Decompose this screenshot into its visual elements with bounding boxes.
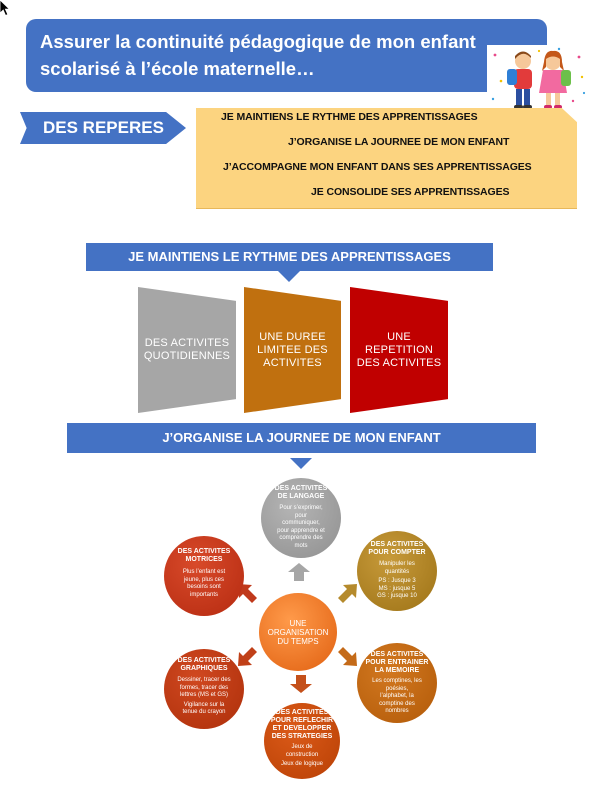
circle-desc: Les comptines, les bbox=[372, 678, 422, 684]
arrow-up-left-icon bbox=[238, 584, 257, 603]
center-line: UNE bbox=[289, 618, 307, 628]
section-rythme-title: JE MAINTIENS LE RYTHME DES APPRENTISSAGE… bbox=[86, 243, 493, 271]
circle-title: POUR COMPTER bbox=[368, 549, 426, 556]
circle-activites-compter: DES ACTIVITES POUR COMPTER Manipuler les… bbox=[357, 531, 437, 611]
circle-desc: besoins sont bbox=[187, 584, 221, 590]
circle-activites-reflechir: DES ACTIVITES POUR REFLECHIR ET DEVELOPP… bbox=[264, 703, 340, 779]
repere-item-4: JE CONSOLIDE SES APPRENTISSAGES bbox=[311, 186, 510, 198]
circle-title: MOTRICES bbox=[185, 556, 223, 563]
circle-desc: comprendre des bbox=[279, 535, 323, 541]
block-duree-limitee: UNE DUREE LIMITEE DES ACTIVITES bbox=[244, 287, 341, 413]
block-line: REPETITION bbox=[364, 343, 433, 356]
center-line: DU TEMPS bbox=[277, 636, 319, 646]
circle-desc: Pour s’exprimer, bbox=[279, 505, 323, 511]
circle-desc: pour bbox=[294, 512, 307, 519]
circle-title: POUR REFLECHIR bbox=[270, 717, 334, 724]
circle-activites-memoire: DES ACTIVITES POUR ENTRAINER LA MEMOIRE … bbox=[357, 643, 437, 723]
reperes-box: JE MAINTIENS LE RYTHME DES APPRENTISSAGE… bbox=[196, 108, 577, 209]
circle-desc: quantités bbox=[384, 568, 410, 575]
circle-desc: Plus l’enfant est bbox=[182, 569, 226, 575]
reperes-label: DES REPERES bbox=[20, 112, 186, 144]
circle-title: DES ACTIVITES bbox=[275, 709, 329, 716]
arrow-down-icon bbox=[290, 675, 312, 693]
circle-desc: Jeux de bbox=[291, 744, 313, 750]
circle-desc: Jeux de logique bbox=[280, 761, 324, 767]
arrow-down-right-icon bbox=[338, 647, 357, 666]
circle-title: DES ACTIVITES bbox=[177, 548, 231, 555]
down-arrow-icon bbox=[278, 271, 300, 282]
page-title: Assurer la continuité pédagogique de mon… bbox=[26, 19, 547, 92]
children-illustration bbox=[487, 45, 587, 117]
circle-desc: Dessiner, tracer des bbox=[177, 677, 231, 683]
circle-title: ET DEVELOPPER bbox=[272, 725, 332, 732]
center-line: ORGANISATION bbox=[267, 627, 329, 637]
block-line: DES ACTIVITES bbox=[356, 356, 442, 369]
circle-desc: PS : Jusque 3 bbox=[378, 578, 416, 584]
block-line: LIMITEE DES bbox=[257, 343, 328, 356]
block-line: ACTIVITES bbox=[263, 356, 322, 369]
circle-organisation-temps: UNE ORGANISATION DU TEMPS bbox=[259, 593, 337, 671]
circle-title: DES STRATEGIES bbox=[271, 733, 333, 740]
circle-title: DES ACTIVITES bbox=[177, 657, 231, 664]
circle-desc: Manipuler les bbox=[379, 561, 415, 567]
circle-title: LA MEMOIRE bbox=[374, 667, 420, 674]
circle-desc: lettres (MS et GS) bbox=[179, 692, 228, 698]
title-line-2: scolarisé à l’école maternelle… bbox=[40, 58, 315, 79]
circle-title: DES ACTIVITES bbox=[370, 541, 424, 548]
circle-desc: mots bbox=[294, 542, 308, 549]
circle-desc: MS : jusque 5 bbox=[378, 585, 416, 592]
block-line: DES ACTIVITES bbox=[144, 337, 230, 349]
circle-desc: comptine des bbox=[379, 700, 415, 707]
circle-desc: poésies, bbox=[385, 685, 409, 692]
circle-desc: l’alphabet, la bbox=[380, 693, 414, 699]
block-line: QUOTIDIENNES bbox=[143, 350, 231, 362]
block-activites-quotidiennes: DES ACTIVITES QUOTIDIENNES bbox=[138, 287, 236, 413]
block-repetition: UNE REPETITION DES ACTIVITES bbox=[350, 287, 448, 413]
circle-title: GRAPHIQUES bbox=[180, 665, 228, 672]
block-line: UNE bbox=[387, 330, 411, 343]
section-journee-title: J’ORGANISE LA JOURNEE DE MON ENFANT bbox=[67, 423, 536, 453]
circle-desc: construction bbox=[285, 751, 319, 758]
circle-desc: pour apprendre et bbox=[277, 527, 325, 534]
circle-desc: communiquer, bbox=[282, 520, 320, 526]
circle-desc: importants bbox=[189, 591, 218, 598]
mouse-cursor-icon bbox=[0, 0, 11, 16]
circle-title: POUR ENTRAINER bbox=[365, 659, 429, 666]
repere-item-2: J’ORGANISE LA JOURNEE DE MON ENFANT bbox=[288, 136, 510, 148]
circle-desc: GS : jusque 10 bbox=[377, 593, 417, 599]
circle-desc: nombres bbox=[385, 708, 409, 714]
title-line-1: Assurer la continuité pédagogique de mon… bbox=[40, 31, 476, 52]
circle-activites-langage: DES ACTIVITES DE LANGAGE Pour s’exprimer… bbox=[261, 478, 341, 558]
repere-item-1: JE MAINTIENS LE RYTHME DES APPRENTISSAGE… bbox=[221, 111, 478, 123]
circle-title: DES ACTIVITES bbox=[370, 651, 424, 658]
repere-item-3: J’ACCOMPAGNE MON ENFANT DANS SES APPRENT… bbox=[223, 161, 532, 173]
arrow-down-left-icon bbox=[238, 647, 257, 666]
arrow-up-icon bbox=[288, 563, 310, 581]
block-line: UNE DUREE bbox=[259, 330, 326, 343]
circle-activites-motrices: DES ACTIVITES MOTRICES Plus l’enfant est… bbox=[164, 536, 244, 616]
down-arrow-icon bbox=[290, 458, 312, 469]
circle-desc: formes, tracer des bbox=[179, 684, 229, 691]
circle-desc: Vigilance sur la bbox=[183, 701, 225, 708]
circle-desc: jeune, plus ces bbox=[183, 576, 224, 583]
arrow-up-right-icon bbox=[338, 584, 357, 603]
circle-title: DES ACTIVITES bbox=[274, 485, 328, 492]
circle-activites-graphiques: DES ACTIVITES GRAPHIQUES Dessiner, trace… bbox=[164, 649, 244, 729]
circle-title: DE LANGAGE bbox=[277, 493, 325, 500]
circle-desc: tenue du crayon bbox=[182, 709, 226, 715]
